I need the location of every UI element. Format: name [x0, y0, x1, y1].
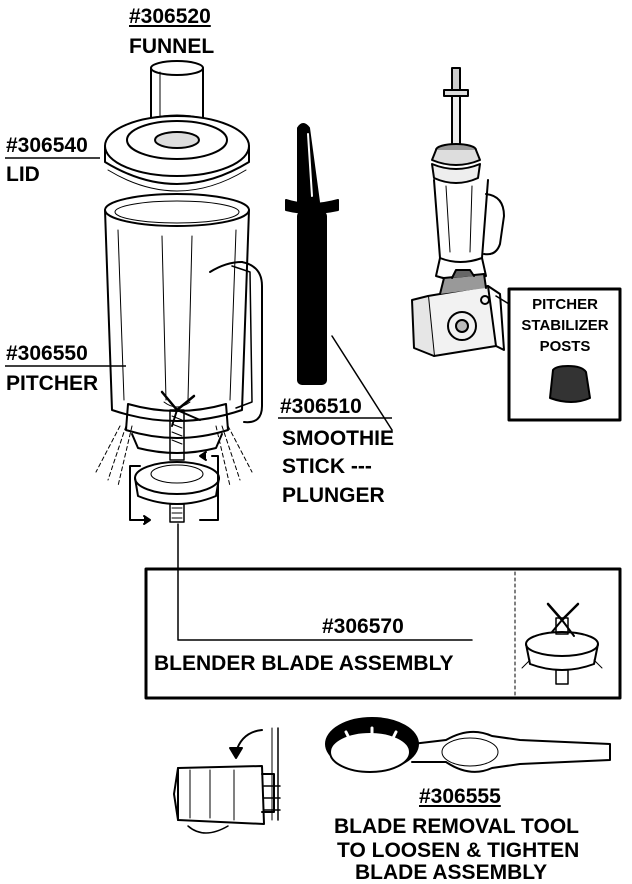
smoothie-stick-label-line3: PLUNGER [282, 484, 385, 507]
blade-assembly-label: BLENDER BLADE ASSEMBLY [154, 652, 454, 675]
blade-assembly-part-number: #306570 [322, 615, 404, 638]
smoothie-stick-illustration [285, 123, 393, 431]
smoothie-stick-label-line2: STICK --- [282, 455, 372, 478]
funnel-illustration [150, 60, 204, 124]
pitcher-part-number: #306550 [6, 342, 88, 365]
funnel-part-number: #306520 [129, 5, 211, 28]
smoothie-stick-label-line1: SMOOTHIE [282, 427, 395, 450]
stabilizer-callout-line1: PITCHER [532, 296, 598, 313]
blade-removal-tool-label-line1: BLADE REMOVAL TOOL [334, 815, 580, 838]
stabilizer-post-icon [549, 365, 591, 403]
pitcher-label: PITCHER [6, 372, 99, 395]
stabilizer-posts-callout [495, 287, 622, 422]
blade-removal-tool-label-line2: TO LOOSEN & TIGHTEN [337, 839, 580, 862]
blade-connector-line [177, 523, 473, 641]
lid-illustration [104, 115, 250, 192]
blade-removal-tool-illustration [325, 717, 611, 773]
lid-label: LID [6, 163, 40, 186]
blade-assembly-icon [521, 602, 603, 685]
stabilizer-callout-line2: STABILIZER [521, 317, 609, 334]
stabilizer-callout-line3: POSTS [539, 338, 591, 355]
funnel-label: FUNNEL [129, 35, 215, 58]
lid-part-number: #306540 [6, 134, 88, 157]
motor-base-icon [411, 269, 505, 357]
pitcher-blade-detail [95, 390, 253, 525]
blade-removal-tool-part-number: #306555 [419, 785, 501, 808]
pitcher-removal-illustration [173, 727, 281, 834]
assembled-pitcher-icon [431, 67, 505, 281]
smoothie-stick-part-number: #306510 [280, 395, 362, 418]
pitcher-illustration [104, 193, 263, 454]
blade-removal-tool-label-line3: BLADE ASSEMBLY [355, 861, 548, 884]
blade-assembly-box [144, 567, 622, 700]
